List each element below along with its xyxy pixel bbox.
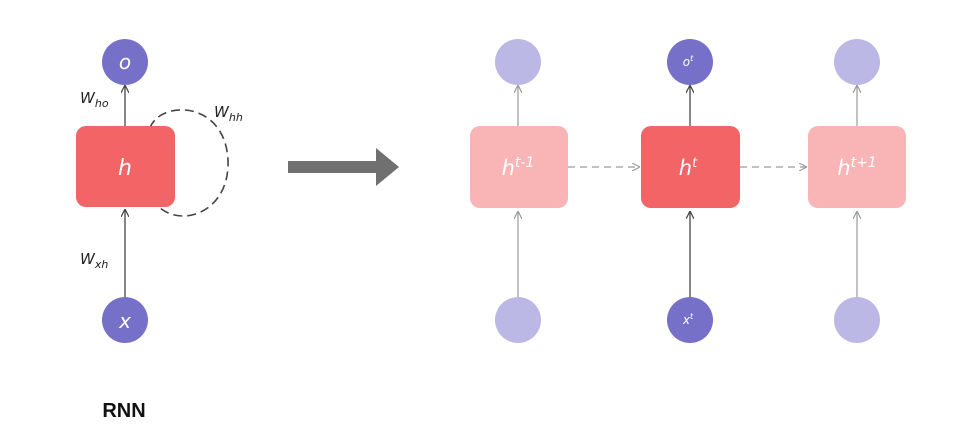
hidden-node-label: h xyxy=(118,156,132,181)
weight-ho-label: Who xyxy=(80,89,109,110)
diagram-caption: RNN xyxy=(102,400,145,422)
hidden-node-prev-label: ht-1 xyxy=(502,155,535,180)
hidden-node xyxy=(76,126,175,207)
output-node-current-label: ot xyxy=(683,54,694,69)
input-node xyxy=(102,297,148,343)
input-node-current-label: xt xyxy=(682,312,694,327)
weight-xh-label: Wxh xyxy=(80,250,108,271)
output-node-next xyxy=(834,39,880,85)
hidden-node-next xyxy=(808,126,906,208)
hidden-node-prev xyxy=(470,126,568,208)
output-node-current xyxy=(667,39,713,85)
output-node xyxy=(102,39,148,85)
unrolled-rnn: ht-1 ot ht xt xyxy=(470,39,906,343)
weight-hh-label: Whh xyxy=(214,103,243,124)
unfold-arrow xyxy=(288,148,399,186)
time-step-current: ot ht xt xyxy=(641,39,740,343)
input-node-prev xyxy=(495,297,541,343)
input-node-label: x xyxy=(118,309,131,333)
hidden-node-current xyxy=(641,126,740,208)
time-step-next: ht+1 xyxy=(808,39,906,343)
hidden-node-current-label: ht xyxy=(679,156,698,180)
input-node-next xyxy=(834,297,880,343)
rolled-rnn: o h x Who Whh Wxh RNN xyxy=(76,39,243,422)
output-node-label: o xyxy=(119,50,131,74)
input-node-current xyxy=(667,297,713,343)
time-step-prev: ht-1 xyxy=(470,39,568,343)
recurrent-loop xyxy=(149,109,229,217)
hidden-node-next-label: ht+1 xyxy=(837,155,876,180)
output-node-prev xyxy=(495,39,541,85)
